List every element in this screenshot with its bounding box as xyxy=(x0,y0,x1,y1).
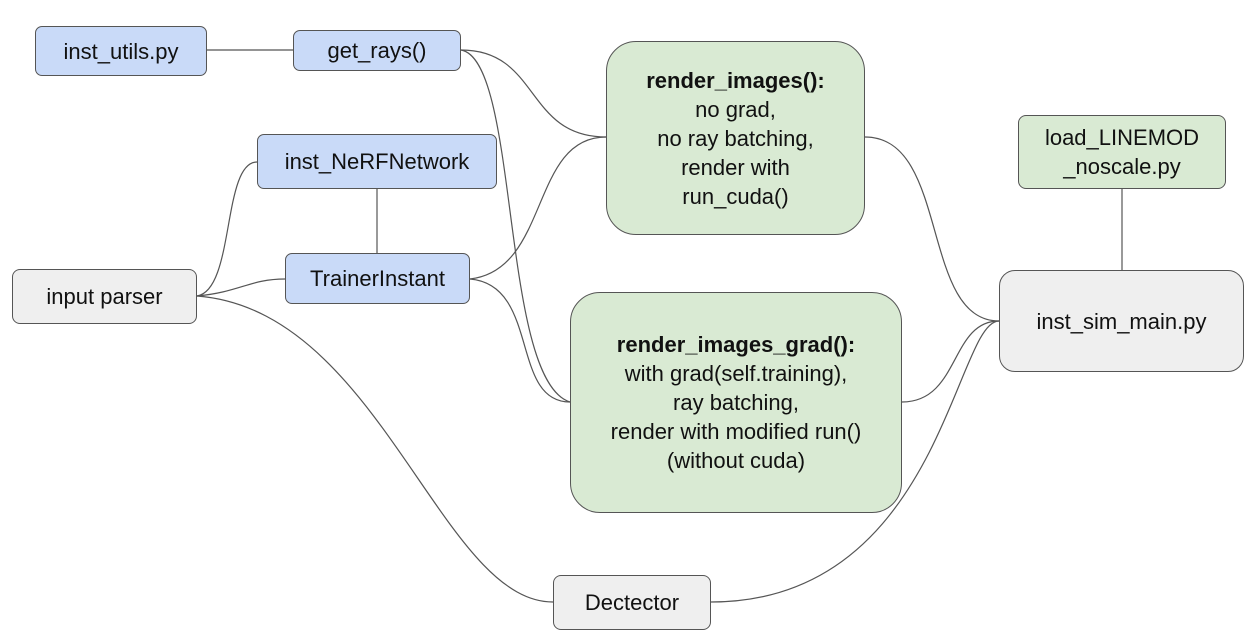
node-render-images-grad-line: (without cuda) xyxy=(666,448,806,473)
node-render-images-line: run_cuda() xyxy=(682,183,789,209)
node-input-parser-label: input parser xyxy=(46,284,163,309)
edge-get-rays-render-images-grad xyxy=(460,49,571,403)
node-inst-utils[interactable]: inst_utils.py xyxy=(35,26,207,76)
node-load-linemod-line: load_LINEMOD xyxy=(1044,125,1200,150)
node-trainer-instant[interactable]: TrainerInstant xyxy=(285,253,470,304)
node-detector[interactable]: Dectector xyxy=(553,575,711,630)
node-render-images-grad-line: render with modified run() xyxy=(610,419,862,444)
edge-detector-sim-main xyxy=(710,320,1000,603)
edge-trainer-render-images-grad xyxy=(469,278,571,403)
node-inst-nerf-network-label: inst_NeRFNetwork xyxy=(284,149,470,174)
node-render-images[interactable]: render_images(): no grad, no ray batchin… xyxy=(606,41,865,235)
node-render-images-line: no grad, xyxy=(695,96,776,122)
node-load-linemod-line: _noscale.py xyxy=(1063,154,1181,179)
node-render-images-grad-line: ray batching, xyxy=(673,390,799,415)
node-render-images-grad-title: render_images_grad(): xyxy=(616,332,856,357)
node-input-parser[interactable]: input parser xyxy=(12,269,197,324)
node-get-rays[interactable]: get_rays() xyxy=(293,30,461,71)
node-render-images-title: render_images(): xyxy=(646,67,825,93)
node-inst-sim-main-label: inst_sim_main.py xyxy=(1036,308,1207,334)
edge-input-parser-trainer xyxy=(196,278,286,297)
node-detector-label: Dectector xyxy=(584,590,680,615)
edge-input-parser-nerf-network xyxy=(196,161,258,297)
edge-input-parser-detector xyxy=(196,295,554,603)
node-render-images-line: no ray batching, xyxy=(657,125,814,151)
node-render-images-grad-line: with grad(self.training), xyxy=(624,361,848,386)
node-trainer-instant-label: TrainerInstant xyxy=(310,266,445,291)
node-get-rays-label: get_rays() xyxy=(327,38,427,63)
node-inst-sim-main[interactable]: inst_sim_main.py xyxy=(999,270,1244,372)
node-inst-utils-label: inst_utils.py xyxy=(63,38,179,64)
node-inst-nerf-network[interactable]: inst_NeRFNetwork xyxy=(257,134,497,189)
edge-render-images-grad-sim-main xyxy=(901,320,1000,403)
edge-render-images-sim-main xyxy=(864,136,1000,322)
node-load-linemod[interactable]: load_LINEMOD _noscale.py xyxy=(1018,115,1226,189)
edge-trainer-render-images xyxy=(469,136,607,280)
edge-get-rays-render-images xyxy=(460,49,607,138)
node-render-images-grad[interactable]: render_images_grad(): with grad(self.tra… xyxy=(570,292,902,513)
node-render-images-line: render with xyxy=(681,154,790,180)
